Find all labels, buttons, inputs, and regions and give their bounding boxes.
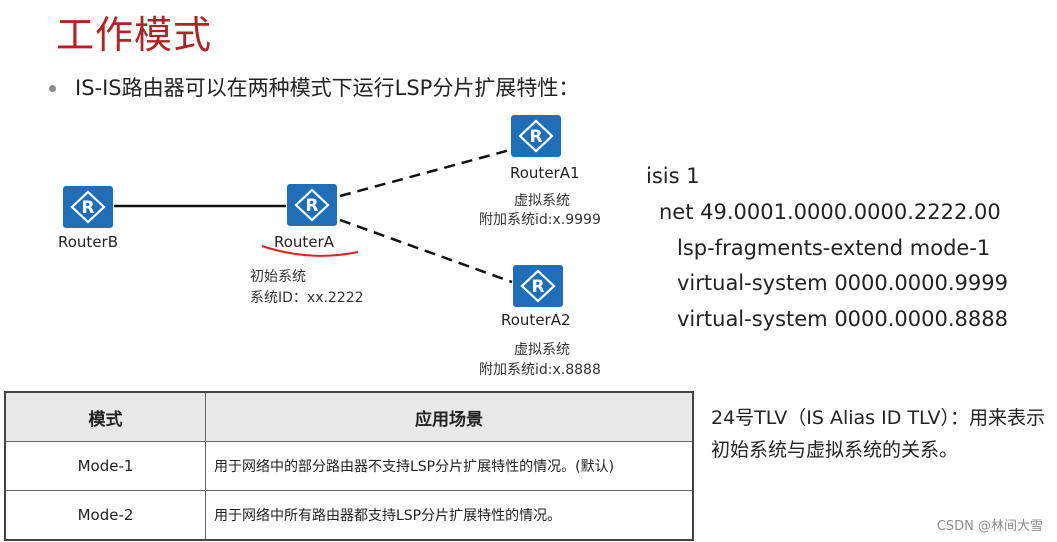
router-a1-role: 虚拟系统 [514, 193, 570, 209]
router-a1-label: RouterA1 [510, 164, 580, 182]
mode-cell: Mode-2 [4, 490, 206, 541]
table-row: Mode-2 用于网络中所有路由器都支持LSP分片扩展特性的情况。 [4, 490, 694, 541]
router-a-system-id: 系统ID：xx.2222 [250, 290, 364, 306]
router-a2-extra-id: 附加系统id:x.8888 [479, 362, 601, 378]
tlv-note: 24号TLV（IS Alias ID TLV）：用来表示初始系统与虚拟系统的关系… [711, 407, 1045, 461]
router-a2-icon: R [513, 265, 563, 307]
config-line: net 49.0001.0000.0000.2222.00 [659, 200, 1001, 224]
link-a-a2 [339, 218, 513, 284]
router-b-icon: R [63, 186, 113, 228]
router-a-icon: R [287, 184, 337, 226]
router-a1-icon: R [511, 115, 561, 157]
config-line: virtual-system 0000.0000.9999 [677, 271, 1008, 295]
bullet-text: IS-IS路由器可以在两种模式下运行LSP分片扩展特性： [75, 76, 580, 100]
column-header-scene: 应用场景 [205, 391, 694, 442]
router-b-label: RouterB [58, 233, 118, 251]
scene-cell: 用于网络中的部分路由器不支持LSP分片扩展特性的情况。(默认) [205, 441, 694, 491]
table-header-row: 模式 应用场景 [4, 391, 694, 442]
page-title: 工作模式 [56, 13, 213, 57]
config-line: isis 1 [646, 164, 700, 188]
router-a-label: RouterA [274, 233, 334, 251]
svg-text:R: R [305, 196, 318, 216]
router-a-role: 初始系统 [250, 269, 306, 285]
mode-cell: Mode-1 [4, 441, 206, 491]
bullet-dot [49, 85, 56, 92]
svg-text:R: R [529, 127, 542, 147]
config-line: virtual-system 0000.0000.8888 [677, 307, 1008, 331]
watermark: CSDN @林间大雪 [936, 519, 1043, 534]
router-a1-extra-id: 附加系统id:x.9999 [479, 212, 601, 228]
svg-text:R: R [81, 198, 94, 218]
link-a-a1 [339, 148, 511, 198]
column-header-mode: 模式 [4, 391, 206, 442]
config-line: lsp-fragments-extend mode-1 [677, 236, 991, 260]
svg-text:R: R [531, 277, 544, 297]
scene-cell: 用于网络中所有路由器都支持LSP分片扩展特性的情况。 [205, 490, 694, 541]
modes-table: 模式 应用场景 Mode-1 用于网络中的部分路由器不支持LSP分片扩展特性的情… [4, 391, 694, 541]
router-a2-label: RouterA2 [501, 311, 571, 329]
red-underline-annotation [261, 245, 359, 257]
table-row: Mode-1 用于网络中的部分路由器不支持LSP分片扩展特性的情况。(默认) [4, 441, 694, 491]
router-a2-role: 虚拟系统 [514, 342, 570, 358]
